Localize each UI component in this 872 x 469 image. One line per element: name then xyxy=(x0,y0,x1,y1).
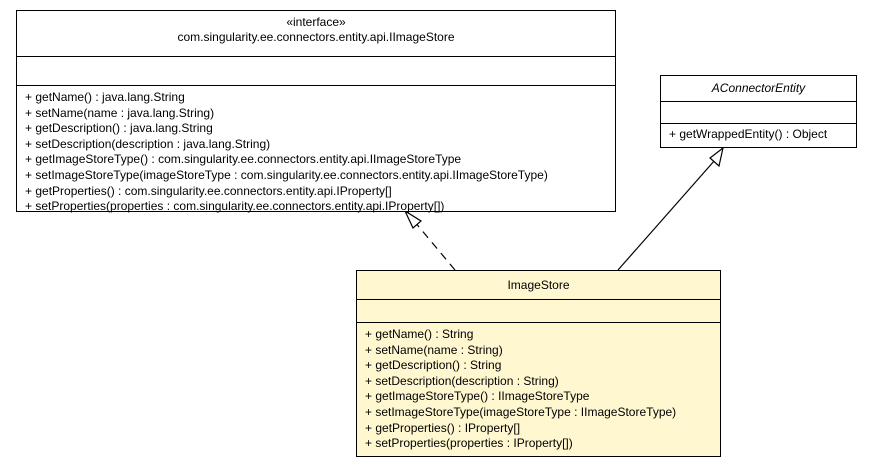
interface-attributes xyxy=(17,57,615,86)
interface-class-box[interactable]: «interface» com.singularity.ee.connector… xyxy=(16,10,616,213)
imagestore-header: ImageStore xyxy=(357,271,720,300)
operation: + getDescription() : String xyxy=(365,358,502,373)
abstract-header: AConnectorEntity xyxy=(661,76,856,102)
operation: + getWrappedEntity() : Object xyxy=(669,127,828,141)
abstract-attributes xyxy=(661,102,856,124)
operation: + setImageStoreType(imageStoreType : IIm… xyxy=(365,404,677,419)
interface-operations: + getName() : java.lang.String + setName… xyxy=(17,86,615,217)
generalization-connector xyxy=(617,146,724,271)
operation: + getImageStoreType() : IImageStoreType xyxy=(365,389,590,404)
abstract-class-name: AConnectorEntity xyxy=(711,81,806,95)
operation: + getName() : String xyxy=(365,327,474,341)
operation: + getProperties() : com.singularity.ee.c… xyxy=(25,183,392,198)
abstract-class-box[interactable]: AConnectorEntity + getWrappedEntity() : … xyxy=(660,75,857,148)
operation: + getDescription() : java.lang.String xyxy=(25,121,213,136)
operation: + getName() : java.lang.String xyxy=(25,90,185,104)
interface-name: com.singularity.ee.connectors.entity.api… xyxy=(177,30,455,44)
interface-stereotype: «interface» xyxy=(286,15,346,29)
imagestore-class-name: ImageStore xyxy=(507,278,570,292)
generalization-arrowhead xyxy=(709,146,724,168)
operation: + setName(name : java.lang.String) xyxy=(25,105,215,120)
operation: + getProperties() : IProperty[] xyxy=(365,420,521,435)
interface-header: «interface» com.singularity.ee.connector… xyxy=(17,11,615,57)
generalization-line xyxy=(617,159,716,271)
operation: + setDescription(description : java.lang… xyxy=(25,136,271,151)
realization-line xyxy=(413,220,456,271)
realization-arrowhead xyxy=(403,209,423,229)
operation: + setImageStoreType(imageStoreType : com… xyxy=(25,167,548,182)
operation: + setProperties(properties : IProperty[]… xyxy=(365,436,573,451)
imagestore-operations: + getName() : String + setName(name : St… xyxy=(357,323,720,454)
abstract-operations: + getWrappedEntity() : Object xyxy=(661,124,856,145)
operation: + setName(name : String) xyxy=(365,342,503,357)
operation: + setDescription(description : String) xyxy=(365,373,559,388)
operation: + setProperties(properties : com.singula… xyxy=(25,199,445,214)
imagestore-class-box[interactable]: ImageStore + getName() : String + setNam… xyxy=(356,270,721,457)
imagestore-attributes xyxy=(357,300,720,323)
realization-connector xyxy=(403,209,456,271)
operation: + getImageStoreType() : com.singularity.… xyxy=(25,152,462,167)
